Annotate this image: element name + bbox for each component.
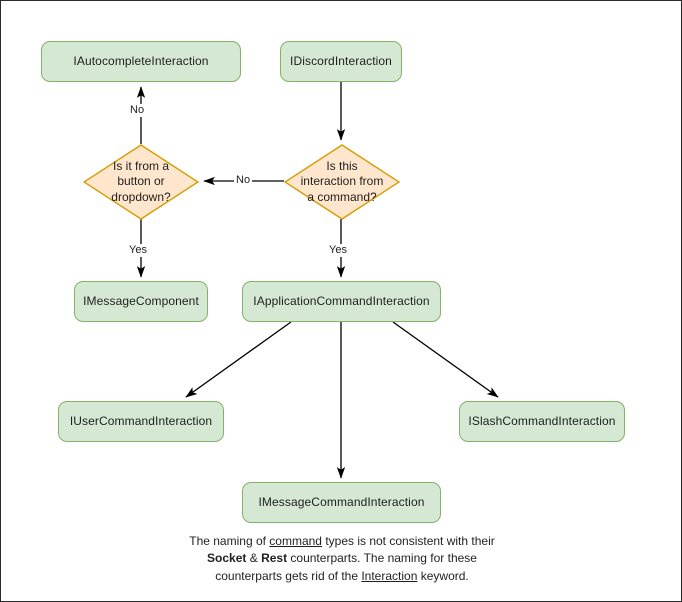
footer-line2-b: & (246, 551, 262, 566)
diamond-shape-icon (83, 144, 199, 220)
edge-app-command-to-user-command (185, 321, 292, 398)
footer-line1-c: types is not consistent with their (321, 534, 495, 548)
footer-term-socket: Socket (207, 551, 247, 566)
edge-label-no-up: No (128, 104, 147, 117)
node-application-command-interaction[interactable]: IApplicationCommandInteraction (242, 281, 441, 322)
footer-caption: The naming of command types is not consi… (101, 533, 583, 585)
edge-label-yes-right: Yes (327, 244, 349, 257)
edge-app-command-to-slash-command (392, 321, 499, 398)
node-label: IApplicationCommandInteraction (253, 294, 430, 308)
node-decision-is-it-from-button-or-dropdown[interactable]: Is it from a button or dropdown? (83, 144, 199, 220)
node-label: ISlashCommandInteraction (468, 414, 616, 428)
node-label: IMessageCommandInteraction (258, 495, 425, 509)
node-label: Is this interaction from a command? (300, 158, 384, 204)
footer-line-1: The naming of command types is not consi… (101, 533, 583, 550)
footer-term-command: command (269, 534, 322, 548)
footer-line3-c: keyword. (417, 568, 469, 583)
footer-term-rest: Rest (261, 551, 288, 566)
footer-line1-a: The naming of (189, 534, 270, 548)
diamond-shape-icon (284, 144, 400, 220)
footer-term-interaction: Interaction (361, 568, 418, 583)
node-label: Is it from a button or dropdown? (111, 158, 171, 204)
node-label: IAutocompleteInteraction (73, 54, 209, 68)
footer-line3-a: counterparts gets rid of the (215, 568, 362, 583)
edge-label-yes-left: Yes (127, 244, 149, 257)
node-discord-interaction[interactable]: IDiscordInteraction (280, 41, 402, 82)
node-decision-is-this-interaction-from-command[interactable]: Is this interaction from a command? (284, 144, 400, 220)
node-user-command-interaction[interactable]: IUserCommandInteraction (58, 401, 224, 442)
footer-line-3: counterparts gets rid of the Interaction… (101, 568, 583, 585)
node-label: IDiscordInteraction (290, 54, 392, 68)
node-label: IUserCommandInteraction (69, 414, 213, 428)
footer-line2-d: counterparts. The naming for these (287, 551, 477, 566)
footer-line-2: Socket & Rest counterparts. The naming f… (101, 550, 583, 567)
node-label: IMessageComponent (83, 294, 199, 308)
edge-label-no-left: No (234, 174, 253, 187)
node-slash-command-interaction[interactable]: ISlashCommandInteraction (459, 401, 625, 442)
node-message-command-interaction[interactable]: IMessageCommandInteraction (242, 482, 441, 523)
node-autocomplete-interaction[interactable]: IAutocompleteInteraction (41, 41, 241, 82)
node-message-component[interactable]: IMessageComponent (74, 281, 208, 322)
